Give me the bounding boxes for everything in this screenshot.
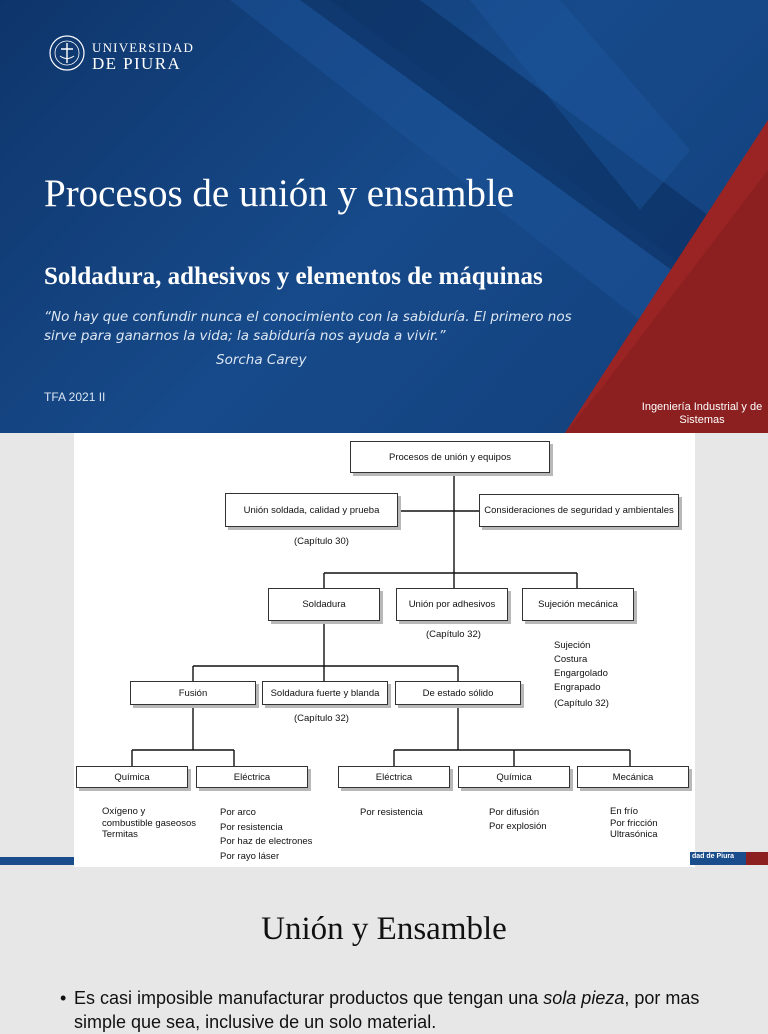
mechanical-item: Engrapado — [554, 682, 601, 693]
note-cap32-brazing: (Capítulo 32) — [294, 713, 349, 724]
faculty-label: Ingeniería Industrial y de Sistemas — [641, 401, 763, 426]
mechanical-item: (Capítulo 32) — [554, 698, 609, 709]
footer-band-left — [0, 857, 74, 865]
list-item: Por haz de electrones — [220, 836, 313, 847]
solid-electric-list: Por resistencia — [360, 806, 423, 820]
university-logo: UNIVERSIDAD DE PIURA — [48, 34, 193, 80]
box-adhesive: Unión por adhesivos — [396, 588, 508, 621]
bullet-emphasis: sola pieza — [543, 988, 625, 1008]
logo-line1: UNIVERSIDAD — [92, 40, 195, 55]
mechanical-item: Sujeción — [554, 640, 591, 651]
mechanical-item: Engargolado — [554, 668, 608, 679]
list-item: Por resistencia — [360, 807, 423, 818]
bullet-symbol: • — [60, 988, 67, 1008]
mechanical-item: Costura — [554, 654, 588, 665]
fusion-electric-list: Por arco Por resistencia Por haz de elec… — [220, 806, 312, 864]
box-mechanical-fastening: Sujeción mecánica — [522, 588, 634, 621]
list-item: Por difusión — [489, 807, 540, 818]
box-safety: Consideraciones de seguridad y ambiental… — [479, 494, 679, 527]
slide-subtitle: Soldadura, adhesivos y elementos de máqu… — [44, 263, 543, 290]
slide-heading: Unión y Ensamble — [261, 911, 507, 947]
list-item: Por explosión — [489, 821, 547, 832]
footer-band-right: dad de Piura — [690, 852, 768, 865]
box-brazing: Soldadura fuerte y blanda — [262, 681, 388, 705]
mechanical-list: Sujeción Costura Engargolado Engrapado (… — [554, 639, 609, 711]
quote-author: Sorcha Carey — [216, 352, 307, 368]
logo-line2: DE PIURA — [92, 54, 182, 73]
title-slide: UNIVERSIDAD DE PIURA Procesos de unión y… — [0, 0, 768, 433]
box-solid-state: De estado sólido — [395, 681, 521, 705]
footer-text: dad de Piura — [692, 853, 735, 860]
list-item: Termitas — [102, 829, 138, 840]
fusion-chemical-list: Oxígeno y combustible gaseosos Termitas — [102, 806, 196, 841]
footer-red-accent — [746, 852, 768, 865]
decorative-bands — [230, 0, 768, 433]
box-solid-chemical: Química — [458, 766, 570, 788]
box-solid-electric: Eléctrica — [338, 766, 450, 788]
box-welding: Soldadura — [268, 588, 380, 621]
list-item: Oxígeno y — [102, 806, 146, 817]
solid-mechanical-list: En frío Por fricción Ultrasónica — [610, 806, 658, 841]
quote-text: “No hay que confundir nunca el conocimie… — [44, 309, 572, 344]
note-cap32-adhesive: (Capítulo 32) — [426, 629, 481, 640]
solid-chemical-list: Por difusión Por explosión — [489, 806, 547, 834]
diagram-slide: Procesos de unión y equipos Unión soldad… — [0, 433, 768, 867]
box-fusion-chemical: Química — [76, 766, 188, 788]
course-code: TFA 2021 II — [44, 390, 106, 404]
box-solid-mechanical: Mecánica — [577, 766, 689, 788]
box-fusion: Fusión — [130, 681, 256, 705]
list-item: Por resistencia — [220, 821, 283, 833]
university-seal-icon — [49, 35, 85, 71]
list-item: Por arco — [220, 807, 256, 818]
box-fusion-electric: Eléctrica — [196, 766, 308, 788]
bullet-text-part: Es casi imposible manufacturar productos… — [74, 988, 544, 1008]
process-tree-diagram: Procesos de unión y equipos Unión soldad… — [74, 433, 695, 867]
bullet-text: Es casi imposible manufacturar productos… — [74, 986, 754, 1034]
list-item: En frío — [610, 806, 638, 817]
box-root: Procesos de unión y equipos — [350, 441, 550, 473]
box-welded-joint: Unión soldada, calidad y prueba — [225, 493, 398, 527]
list-item: Por rayo láser — [220, 850, 280, 862]
slide-title: Procesos de unión y ensamble — [44, 172, 515, 215]
list-item: Ultrasónica — [610, 829, 658, 840]
list-item: combustible gaseosos — [102, 817, 196, 829]
list-item: Por fricción — [610, 817, 658, 829]
content-slide: Unión y Ensamble • Es casi imposible man… — [0, 867, 768, 1032]
note-cap30: (Capítulo 30) — [294, 536, 349, 547]
